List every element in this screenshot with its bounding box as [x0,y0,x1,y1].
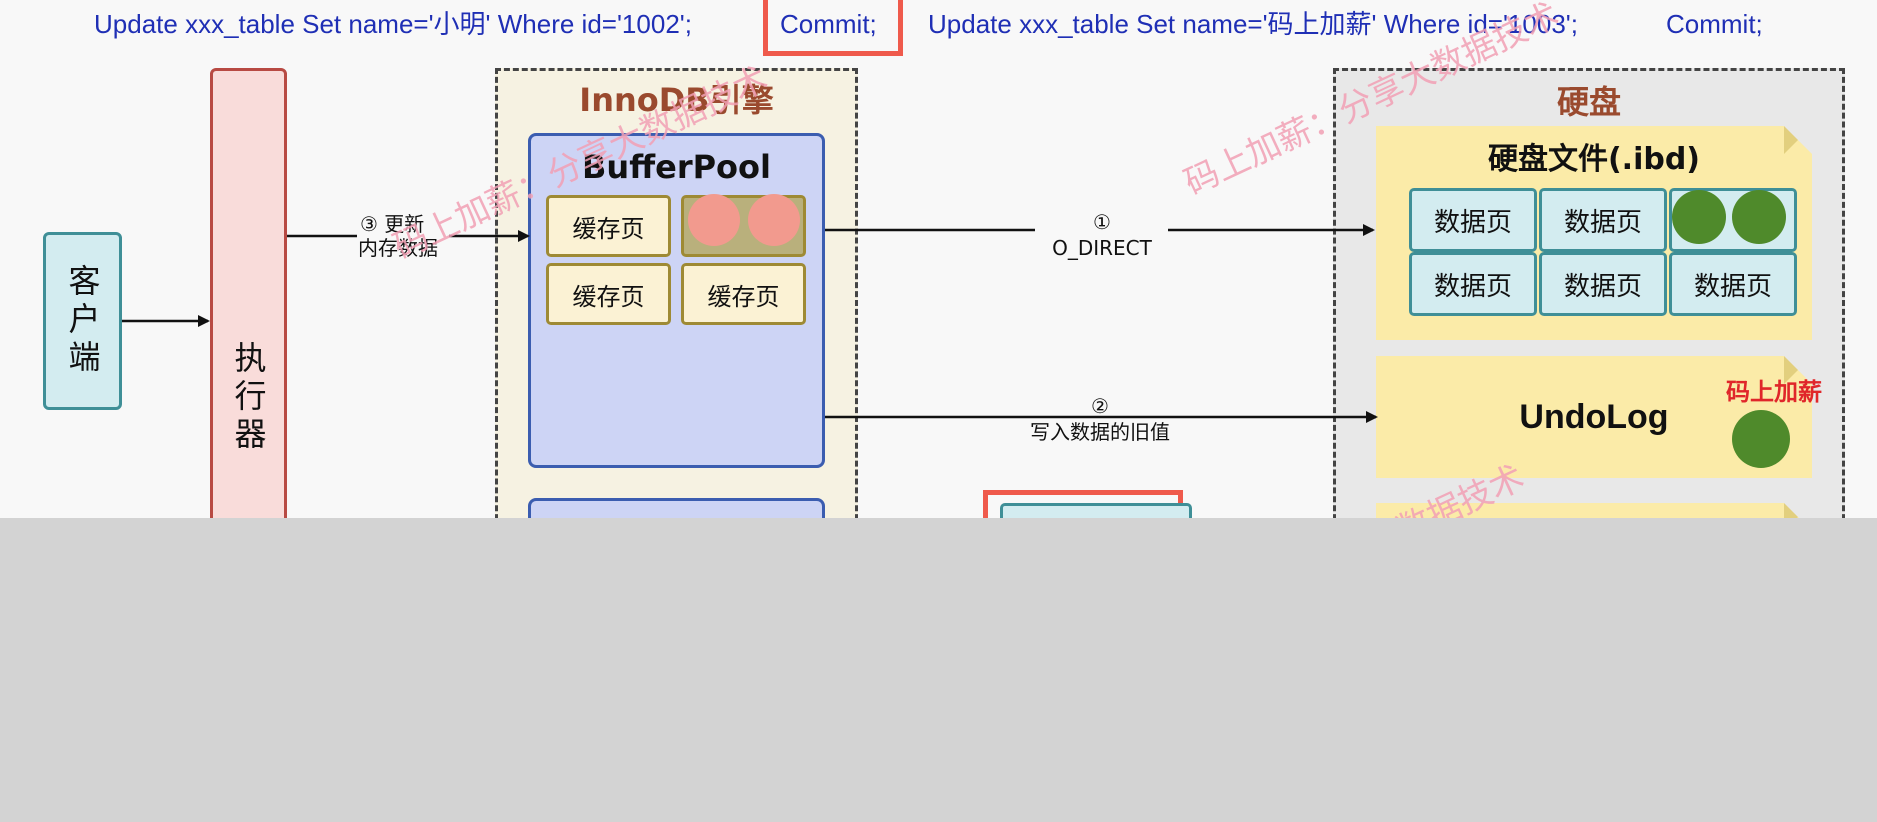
note-fold-corner [1784,126,1812,154]
bottom-log-box [1000,503,1192,518]
data-page: 数据页 [1539,188,1667,252]
step1-text: O_DIRECT [1052,236,1152,260]
client-box: 客户端 [43,232,122,410]
step2-text: 写入数据的旧值 [1030,420,1170,444]
diagram-canvas: Update xxx_table Set name='小明' Where id=… [0,0,1877,518]
log-note-clipped [1376,503,1812,518]
sql-commit-1: Commit; [780,9,877,39]
step2-number: ② [1091,394,1109,418]
sql-statement-1: Update xxx_table Set name='小明' Where id=… [94,9,692,39]
data-page: 数据页 [1669,252,1797,316]
bufferpool-title: BufferPool [582,148,771,186]
sql-commit-2: Commit; [1666,9,1763,39]
client-label: 客户端 [63,264,102,378]
cache-page: 缓存页 [681,263,806,325]
data-page: 数据页 [1539,252,1667,316]
sql-statement-2: Update xxx_table Set name='码上加薪' Where i… [928,9,1578,39]
data-page: 数据页 [1409,252,1537,316]
redolog-box [528,498,825,518]
step3-number: ③ [360,212,378,236]
step3-text-line2: 内存数据 [358,236,438,260]
executor-box: 执行器 [210,68,287,518]
modified-marker-dot [688,194,740,246]
step1-number: ① [1093,210,1111,234]
disk-title: 硬盘 [1556,83,1621,121]
innodb-title: InnoDB引擎 [579,81,774,119]
brand-mark: 码上加薪 [1726,377,1822,406]
empty-gray-area [0,518,1877,822]
note-fold-corner [1784,356,1812,384]
note-fold-corner [1784,503,1812,518]
data-page: 数据页 [1409,188,1537,252]
green-marker-dot [1732,410,1790,468]
undolog-title: UndoLog [1519,398,1669,436]
step3-text: 更新 [384,212,425,236]
commit-highlight-frame [763,0,903,56]
arrow-layer [122,224,1378,423]
cache-page: 缓存页 [546,195,671,257]
step3-label: ③ 更新 [360,212,424,236]
cache-page: 缓存页 [546,263,671,325]
green-marker-dot [1732,190,1786,244]
ibd-file-title: 硬盘文件(.ibd) [1487,142,1701,177]
modified-marker-dot [748,194,800,246]
executor-label: 执行器 [229,341,268,455]
green-marker-dot [1672,190,1726,244]
bufferpool-box: BufferPool 缓存页 缓存页 缓存页 [528,133,825,468]
